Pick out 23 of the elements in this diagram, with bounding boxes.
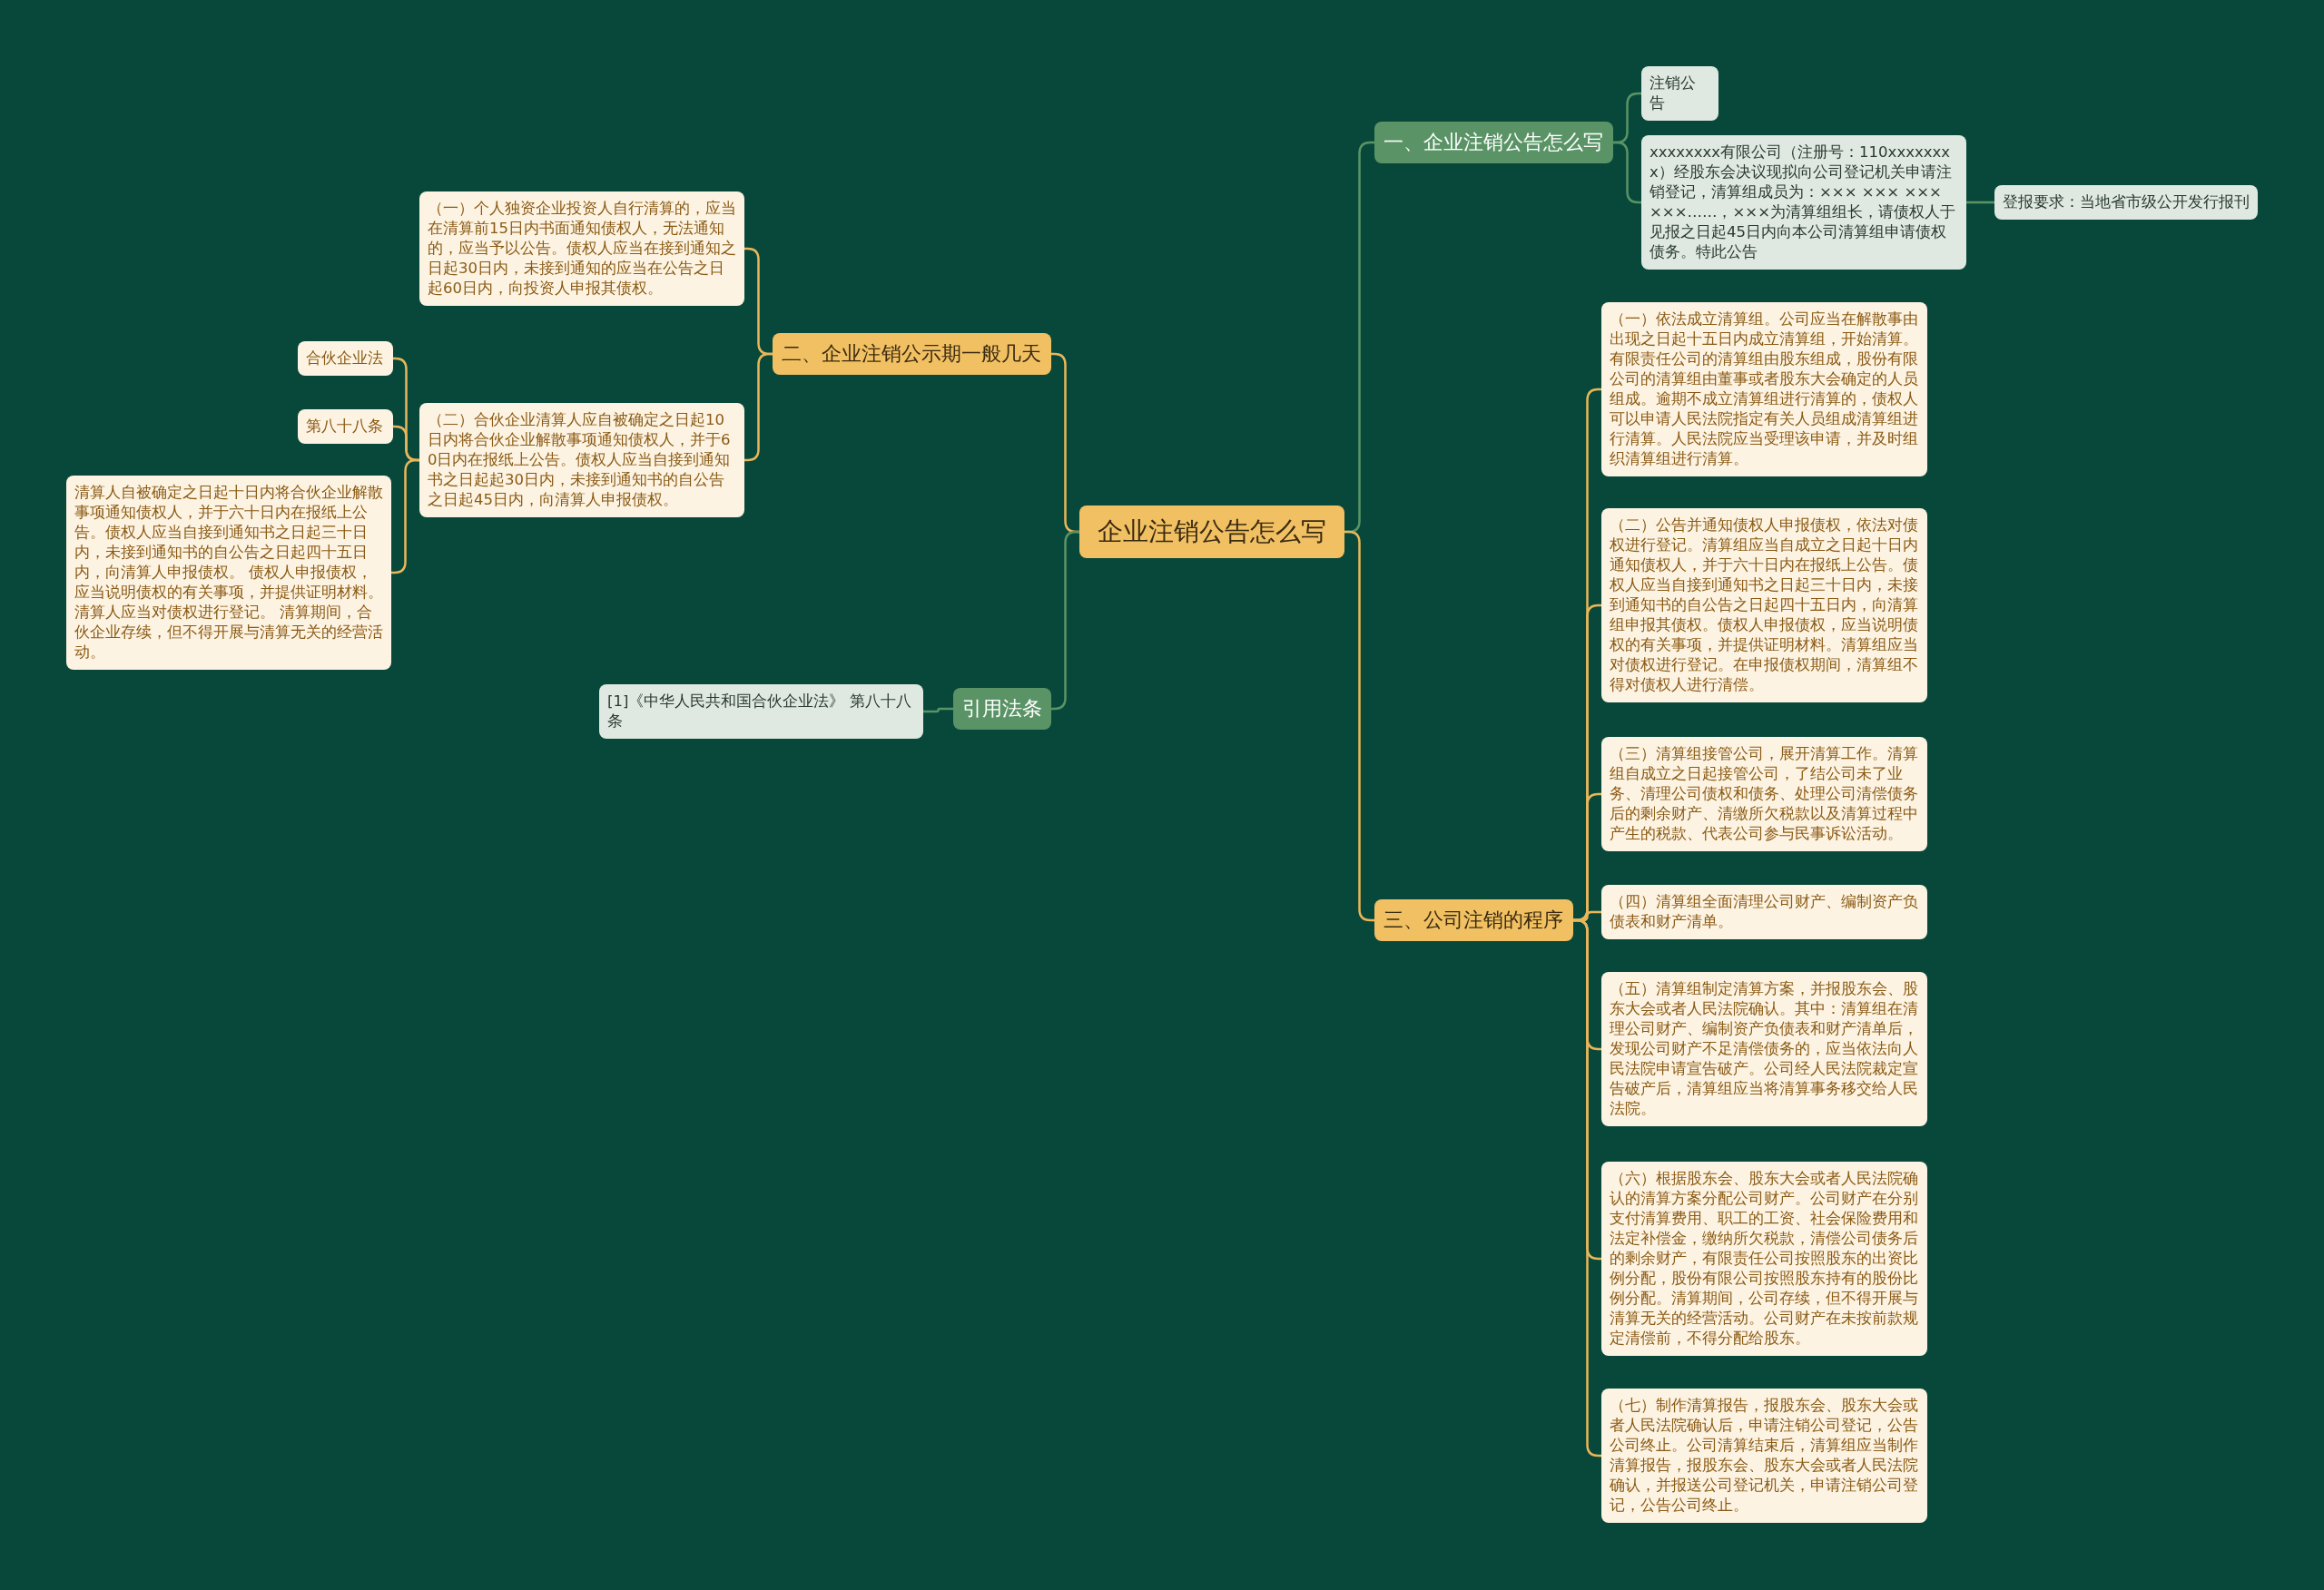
reference-box: [1]《中华人民共和国合伙企业法》 第八十八条 [599,684,923,739]
central-topic-box: 企业注销公告怎么写 [1079,505,1344,558]
subtopic-box: 登报要求：当地省市级公开发行报刊 [1994,185,2258,220]
subtopic-box: （二）公告并通知债权人申报债权，依法对债权进行登记。清算组应当自成立之日起十日内通知债权人，并于六十日内在报纸上公告。债权人应当自接到通知书之日起三十日内，未接到通知书的自公告之日起四十五日内，向清算组申报其债权。债权人申报债权，应当说明债权的有关事项，并提供证明材料。清算组应当对债权进行登记。在申报债权期间，清算组不得对债权人进行清偿。 [1601,508,1927,702]
subtopic-box: 清算人自被确定之日起十日内将合伙企业解散事项通知债权人，并于六十日内在报纸上公告。债权人应当自接到通知书之日起三十日内，未接到通知书的自公告之日起四十五日内，向清算人申报债权。 债权人申报债权，应当说明债权的有关事项，并提供证明材料。清算人应当对债权进行登记。 清算期间，合伙企业存续，但不得开展与清算无关的经营活动。 [66,476,391,670]
subtopic-box: （一）个人独资企业投资人自行清算的，应当在清算前15日内书面通知债权人，无法通知的，应当予以公告。债权人应当在接到通知之日起30日内，未接到通知的应当在公告之日起60日内，向投资人申报其债权。 [419,191,744,306]
branch-topic-box: 引用法条 [953,688,1051,730]
connector-line [1966,201,1994,204]
branch-topic-box: 二、企业注销公示期一般几天 [773,333,1051,375]
subtopic-box: （七）制作清算报告，报股东会、股东大会或者人民法院确认后，申请注销公司登记，公告公司终止。公司清算结束后，清算组应当制作清算报告，报股东会、股东大会或者人民法院确认，并报送公司登记机关，申请注销公司登记，公告公司终止。 [1601,1389,1927,1523]
subtopic-box: （六）根据股东会、股东大会或者人民法院确认的清算方案分配公司财产。公司财产在分别支付清算费用、职工的工资、社会保险费用和法定补偿金，缴纳所欠税款，清偿公司债务后的剩余财产，有限责任公司按照股东的出资比例分配，股份有限公司按照股东持有的股份比例分配。清算期间，公司存续，但不得开展与清算无关的经营活动。公司财产在未按前款规定清偿前，不得分配给股东。 [1601,1162,1927,1356]
subtopic-box: （五）清算组制定清算方案，并报股东会、股东大会或者人民法院确认。其中：清算组在清理公司财产、编制资产负债表和财产清单后，发现公司财产不足清偿债务的，应当依法向人民法院申请宣告破产。公司经人民法院裁定宣告破产后，清算组应当将清算事务移交给人民法院。 [1601,972,1927,1126]
subtopic-box: （一）依法成立清算组。公司应当在解散事由出现之日起十五日内成立清算组，开始清算。有限责任公司的清算组由股东组成，股份有限公司的清算组由董事或者股东大会确定的人员组成。逾期不成立清算组进行清算的，债权人可以申请人民法院指定有关人员组成清算组进行清算。人民法院应当受理该申请，并及时组织清算组进行清算。 [1601,302,1927,476]
connector-line [923,707,953,713]
subtopic-box: 合伙企业法 [298,341,393,376]
subtopic-box: （四）清算组全面清理公司财产、编制资产负债表和财产清单。 [1601,885,1927,939]
branch-topic-box: 一、企业注销公告怎么写 [1374,122,1613,163]
subtopic-box: （三）清算组接管公司，展开清算工作。清算组自成立之日起接管公司，了结公司未了业务、清理公司债权和债务、处理公司清偿债务后的剩余财产、清缴所欠税款以及清算过程中产生的税款、代表公司参与民事诉讼活动。 [1601,737,1927,851]
subtopic-box: 第八十八条 [298,409,393,444]
notice-text-box: xxxxxxxx有限公司（注册号：110xxxxxxxx）经股东会决议现拟向公司登记机关申请注销登记，清算组成员为：××× ××× ××× ×××……，×××为清算组组长，请债权人于见报之日起45日内向本公司清算组申请债权债务。特此公告 [1641,135,1966,270]
subtopic-box: （二）合伙企业清算人应自被确定之日起10日内将合伙企业解散事项通知债权人，并于60日内在报纸上公告。债权人应当自接到通知书之日起起30日内，未接到通知书的自公告之日起45日内，向清算人申报债权。 [419,403,744,517]
subtopic-box: 注销公告 [1641,66,1718,121]
branch-topic-box: 三、公司注销的程序 [1374,899,1573,941]
